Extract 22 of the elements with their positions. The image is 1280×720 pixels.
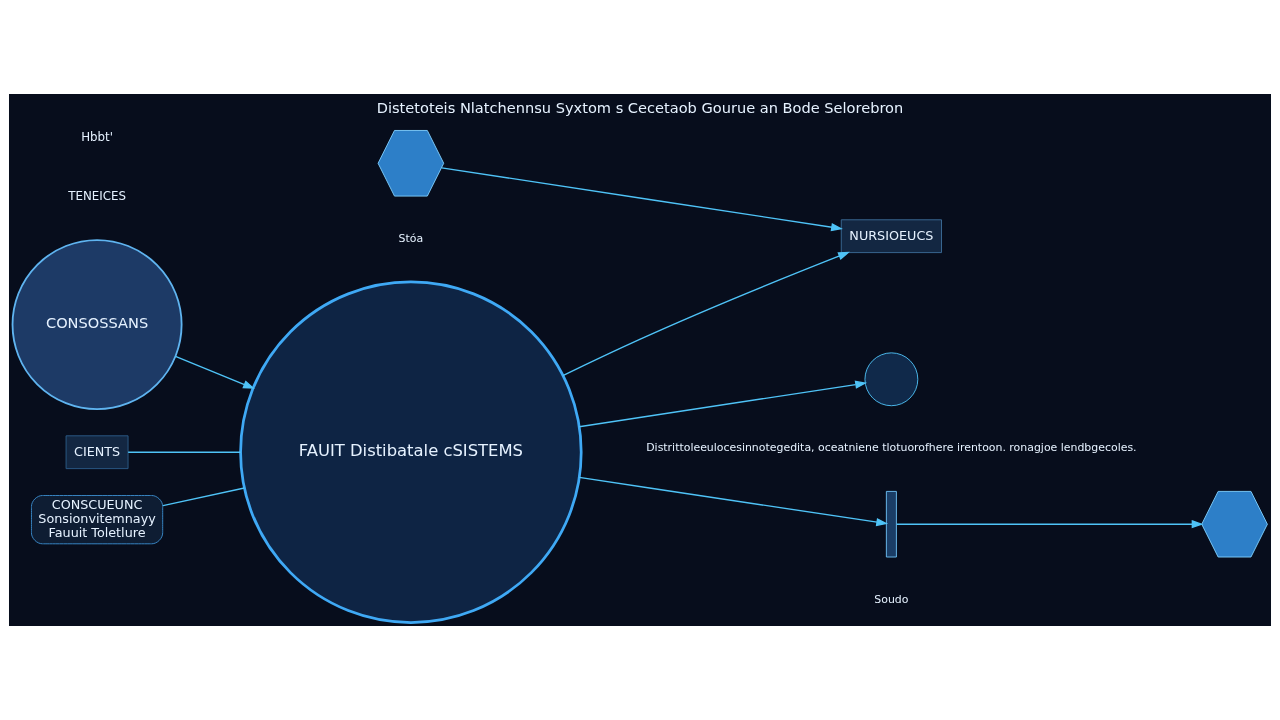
connector <box>127 451 242 453</box>
diagram-title: Distetoteis Nlatchennsu Syxtom s Cecetaob Gourue an Bode Selorebron <box>376 98 904 116</box>
arrow <box>578 476 889 527</box>
arrow <box>578 380 868 428</box>
node-bar <box>885 490 897 558</box>
arrow <box>895 520 1204 529</box>
node-picture <box>1201 490 1268 558</box>
node-box: CONSCUEUNC Sonsionvitemnayy Fauuit Toletlure <box>31 495 164 545</box>
label: TENEICES <box>68 189 126 204</box>
connector <box>162 487 246 507</box>
node-circle: CONSOSSANS <box>11 239 183 411</box>
arrow <box>562 251 850 377</box>
node-picture <box>377 130 445 197</box>
arrow <box>441 167 843 232</box>
node-box: CIENTS <box>65 435 129 470</box>
node-label: Distrittoleeulocesinnotegedita, oceatniene tlotuorofhere irentoon. ronagjoe lendbgecoles. <box>646 441 1137 455</box>
label: Hbbt' <box>81 129 113 144</box>
arrow <box>174 355 255 389</box>
node-circle <box>864 352 919 407</box>
node-label: Stóa <box>398 231 424 245</box>
node-box: NURSIOEUCS <box>840 219 942 254</box>
node-label: Soudo <box>874 592 909 606</box>
